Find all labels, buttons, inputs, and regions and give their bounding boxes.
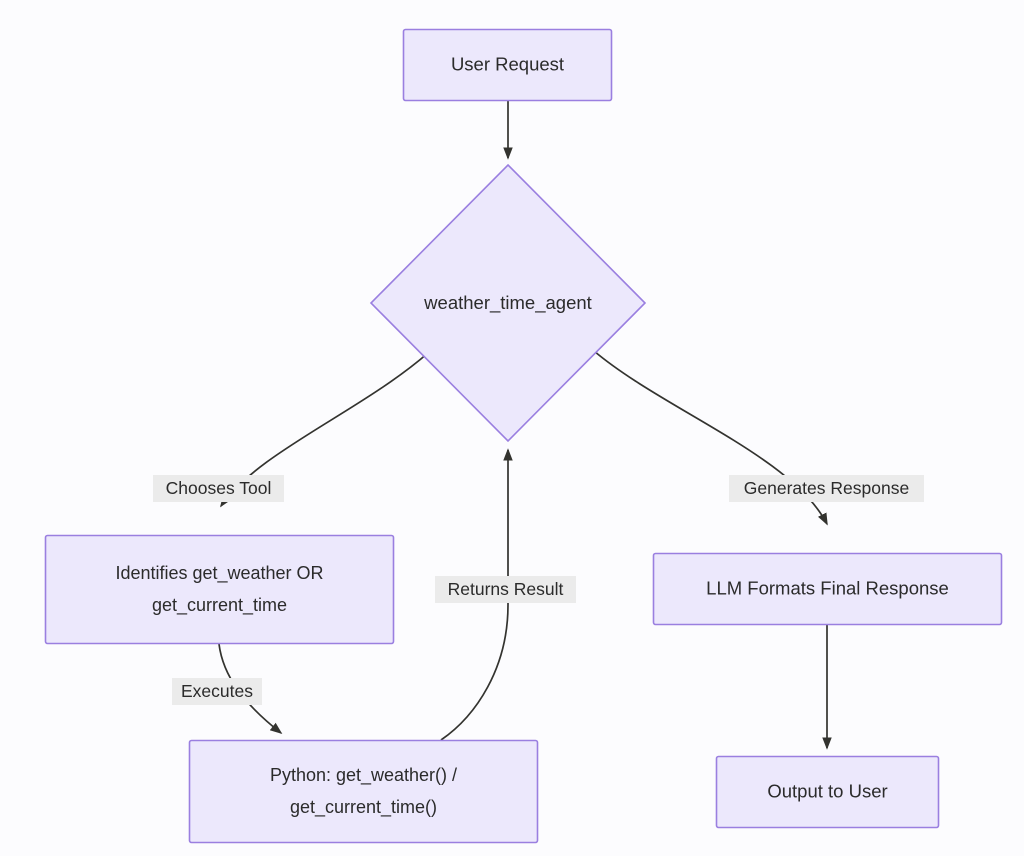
node-python-tools-shape[interactable] (188, 739, 539, 844)
edge-label-generates-response: Generates Response (729, 475, 924, 502)
node-llm-formats-shape[interactable] (652, 552, 1003, 626)
edge-label-executes: Executes (172, 678, 262, 705)
edge-label-generates-response-bg (729, 475, 924, 502)
node-user-request[interactable]: User Request (402, 28, 613, 102)
edge-label-returns-result: Returns Result (435, 576, 576, 603)
node-llm-formats[interactable]: LLM Formats Final Response (652, 552, 1003, 626)
edge-label-returns-result-bg (435, 576, 576, 603)
edge-label-executes-bg (172, 678, 262, 705)
node-python-tools[interactable]: Python: get_weather() / get_current_time… (188, 739, 539, 844)
node-identifies-tool-shape[interactable] (44, 534, 395, 645)
nodes-layer: User Request weather_time_agent Identifi… (44, 28, 1003, 844)
node-weather-time-agent[interactable]: weather_time_agent (369, 163, 647, 443)
node-user-request-shape[interactable] (402, 28, 613, 102)
edge-python-to-agent (440, 448, 513, 741)
edge-label-chooses-tool-bg (153, 475, 284, 502)
edge-label-chooses-tool: Chooses Tool (153, 475, 284, 502)
node-output-to-user-shape[interactable] (715, 755, 940, 829)
node-output-to-user[interactable]: Output to User (715, 755, 940, 829)
node-weather-time-agent-shape[interactable] (369, 163, 647, 443)
node-identifies-tool[interactable]: Identifies get_weather OR get_current_ti… (44, 534, 395, 645)
